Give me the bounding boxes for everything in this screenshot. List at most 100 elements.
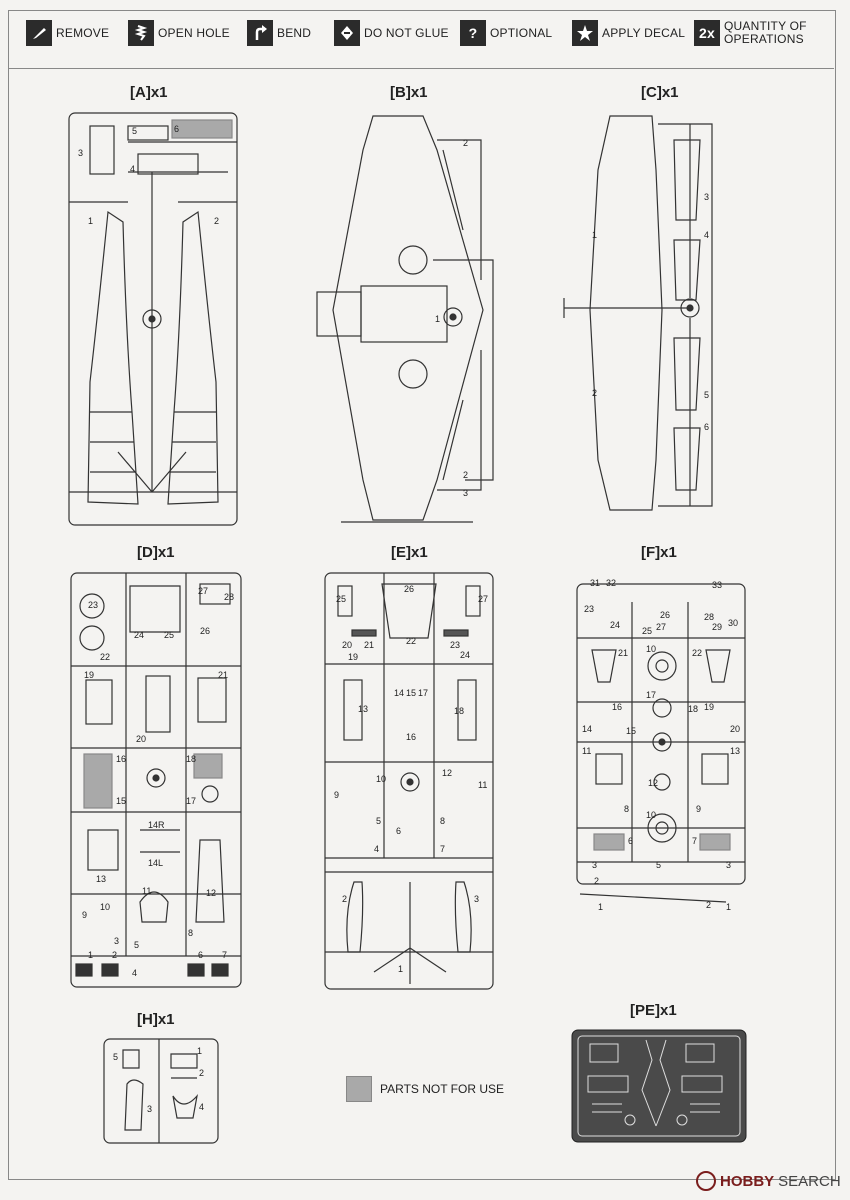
sprue-f-label: 2 [594,876,599,886]
sprue-e-label: 23 [450,640,460,650]
sprue-a-label: 5 [132,126,137,136]
sprue-d-label: 25 [164,630,174,640]
sprue-d-label: 23 [88,600,98,610]
bend-arrow-icon [247,20,273,46]
legend-bend: BEND [247,20,311,46]
sprue-f-label: 33 [712,580,722,590]
sprue-f-label: 3 [726,860,731,870]
sprue-d-label: 5 [134,940,139,950]
sprue-d-label: 26 [200,626,210,636]
sprue-d-label: 16 [116,754,126,764]
sprue-a-label: 6 [174,124,179,134]
sprue-e: 1 2 3 4 5 6 7 8 9 10 11 12 13 14 15 16 1… [324,572,494,995]
sprue-h: 5 3 2 1 4 [103,1038,219,1149]
sprue-d-label: 17 [186,796,196,806]
sprue-f-label: 21 [618,648,628,658]
legend-do-not-glue: DO NOT GLUE [334,20,449,46]
sprue-h-label: 4 [199,1102,204,1112]
sprue-f-label: 29 [712,622,722,632]
quantity-icon: 2x [694,20,720,46]
photo-etch-fret [571,1029,747,1147]
sprue-f-title: [F]x1 [641,544,677,561]
sprue-d-label: 6 [198,950,203,960]
sprue-f-label: 17 [646,690,656,700]
legend-open-hole-label: OPEN HOLE [158,26,230,40]
sprue-d-label: 14L [148,858,163,868]
sprue-e-label: 27 [478,594,488,604]
legend-apply-decal-label: APPLY DECAL [602,26,686,40]
sprue-a-title: [A]x1 [130,84,168,101]
sprue-f-label: 8 [624,804,629,814]
sprue-b-label: 1 [435,314,440,324]
sprue-e-label: 11 [478,780,487,790]
sprue-d-label: 2 [112,950,117,960]
sprue-f-label: 32 [606,578,616,588]
sprue-d-label: 18 [186,754,196,764]
sprue-d-label: 28 [224,592,234,602]
sprue-e-label: 14 [394,688,404,698]
sprue-f-label: 30 [728,618,738,628]
sprue-d-label: 21 [218,670,228,680]
star-icon [572,20,598,46]
sprue-f-label: 12 [648,778,658,788]
sprue-f-label: 5 [656,860,661,870]
sprue-d-label: 10 [100,902,110,912]
sprue-f-label: 20 [730,724,740,734]
sprue-e-label: 13 [358,704,368,714]
sprue-pe-title: [PE]x1 [630,1002,677,1019]
sprue-a-label: 1 [88,216,93,226]
sprue-e-label: 20 [342,640,352,650]
sprue-d-label: 22 [100,652,110,662]
sprue-d-label: 8 [188,928,193,938]
sprue-e-label: 4 [374,844,379,854]
sprue-f-label: 1 [598,902,603,912]
sprue-f-label: 24 [610,620,620,630]
sprue-d-label: 14R [148,820,165,830]
legend-open-hole: OPEN HOLE [128,20,230,46]
sprue-f-label: 7 [692,836,697,846]
sprue-d-label: 27 [198,586,208,596]
hobby-search-logo-icon [696,1171,716,1191]
sprue-b-label: 2 [463,470,468,480]
sprue-d-label: 1 [88,950,93,960]
sprue-c-label: 2 [592,388,597,398]
sprue-f-label: 9 [696,804,701,814]
legend-qty-line1: QUANTITY OF [724,19,807,33]
sprue-f-label: 18 [688,704,698,714]
sprue-f: 31 32 33 23 24 25 26 27 28 29 30 21 10 2… [576,572,746,917]
sprue-d-label: 4 [132,968,137,978]
question-icon: ? [460,20,486,46]
sprue-a: 3 4 5 6 1 2 [68,112,238,531]
legend-apply-decal: APPLY DECAL [572,20,685,46]
sprue-f-label: 19 [704,702,714,712]
sprue-f-label: 13 [730,746,740,756]
sprue-e-label: 22 [406,636,416,646]
knife-icon [26,20,52,46]
sprue-f-label: 26 [660,610,670,620]
sprue-e-label: 16 [406,732,416,742]
sprue-b-label: 2 [463,138,468,148]
sprue-h-label: 2 [199,1068,204,1078]
sprue-c: 1 2 3 4 5 6 [562,110,722,523]
sprue-e-label: 15 [406,688,416,698]
not-for-use-label: PARTS NOT FOR USE [380,1082,505,1096]
sprue-a-label: 4 [130,164,135,174]
sprue-f-label: 31 [590,578,600,588]
sprue-d-title: [D]x1 [137,544,175,561]
sprue-e-label: 19 [348,652,358,662]
legend-qty-line2: OPERATIONS [724,32,804,46]
sprue-e-label: 9 [334,790,339,800]
sprue-e-label: 18 [454,706,464,716]
legend-optional: ? OPTIONAL [460,20,552,46]
sprue-e-label: 2 [342,894,347,904]
sprue-c-label: 1 [592,230,597,240]
sprue-e-label: 8 [440,816,445,826]
sprue-f-label: 28 [704,612,714,622]
legend-do-not-glue-label: DO NOT GLUE [364,26,449,40]
sprue-d-label: 20 [136,734,146,744]
sprue-e-label: 7 [440,844,445,854]
sprue-f-label: 2 [706,900,711,910]
sprue-d-label: 7 [222,950,227,960]
sprue-h-label: 5 [113,1052,118,1062]
